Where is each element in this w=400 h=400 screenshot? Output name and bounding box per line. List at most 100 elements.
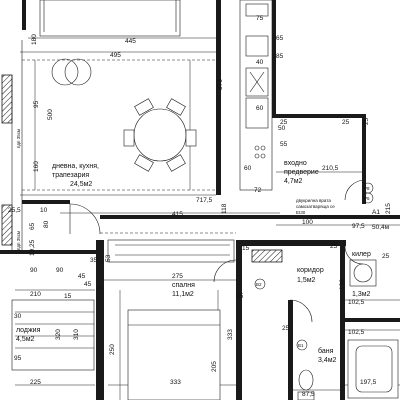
dim-55: 55	[280, 141, 288, 148]
dim-60-b: 60	[256, 105, 264, 112]
apartment-area: 50,4м	[372, 224, 390, 231]
room-living-line2: трапезария	[52, 172, 89, 179]
toilet	[297, 369, 315, 400]
dim-250: 250	[109, 344, 116, 355]
wall-entry-top	[272, 114, 362, 118]
dim-180: 180	[31, 34, 38, 45]
wall-loggia-top	[0, 250, 96, 254]
bathtub	[347, 339, 399, 399]
dim-1925: 19,25	[29, 239, 36, 256]
room-entry-line2: предверие	[284, 169, 319, 176]
dim-7175: 717,5	[196, 197, 213, 204]
dim-90-a: 90	[30, 267, 38, 274]
dim-225: 225	[30, 379, 41, 386]
dimension-lines	[15, 37, 400, 400]
dim-310: 310	[73, 329, 80, 340]
dim-30: 30	[14, 313, 22, 320]
note-sill-1: пдп 35см	[16, 129, 21, 148]
wall-kitchen-right	[272, 0, 276, 118]
dim-320: 320	[55, 329, 62, 340]
dim-35: 35	[90, 257, 98, 264]
dim-10: 10	[40, 207, 48, 214]
dim-1025-b: 102,5	[348, 329, 365, 336]
dim-333-a: 333	[227, 329, 234, 340]
dim-45-a: 45	[78, 273, 86, 280]
dim-2105: 210,5	[322, 165, 339, 172]
dim-75: 75	[256, 15, 264, 22]
hidden-lines	[22, 59, 236, 234]
dim-15: 15	[64, 293, 72, 300]
marker-b2-circle	[254, 278, 266, 290]
note-door-2: самозатваряща се	[296, 204, 335, 209]
markers: A1 50,4м Р8 Р5 В2 В1	[254, 182, 390, 351]
dim-45-b: 45	[96, 285, 104, 292]
room-living-line1: дневна, кухня,	[52, 163, 99, 170]
dim-1025-a: 102,5	[348, 299, 365, 306]
dim-60: 60	[244, 165, 252, 172]
sofa	[39, 0, 181, 86]
room-bath-area: 3,4м2	[318, 357, 337, 364]
room-loggia-area: 4,5м2	[16, 336, 35, 343]
marker-p5: Р5	[364, 196, 370, 201]
note-sill-2: пдп 35см	[16, 231, 21, 250]
dim-25-e: 25	[236, 293, 244, 300]
room-labels: дневна, кухня, трапезария 24,5м2 входно …	[16, 160, 371, 364]
loggia-floor	[11, 299, 95, 371]
marker-v1: В1	[298, 343, 304, 348]
room-living-area: 24,5м2	[70, 181, 92, 188]
room-corridor-name: коридор	[297, 267, 324, 274]
dim-275: 275	[172, 273, 183, 280]
dim-875: 87,5	[302, 391, 315, 398]
dim-85: 85	[276, 53, 284, 60]
dim-136: 136	[339, 279, 346, 290]
dim-65: 65	[29, 222, 36, 230]
dim-370: 370	[217, 79, 224, 90]
dim-25-d: 25	[330, 243, 338, 250]
apartment-marker: A1	[372, 209, 380, 216]
dim-100: 100	[302, 219, 313, 226]
column-hatched	[251, 249, 283, 263]
room-loggia-name: лоджия	[16, 327, 41, 334]
dim-95-b: 95	[14, 355, 22, 362]
dim-118: 118	[221, 203, 228, 214]
note-door-3: EI30	[296, 210, 306, 215]
room-entry-area: 4,7м2	[284, 178, 303, 185]
wall-bath-left	[288, 300, 293, 400]
wall-top-left	[22, 0, 26, 30]
dim-65-b: 65	[276, 35, 284, 42]
marker-b2: В2	[256, 282, 262, 287]
dim-40: 40	[256, 59, 264, 66]
dim-205: 205	[211, 361, 218, 372]
room-corridor-area: 1,5м2	[297, 277, 316, 284]
dim-90-b: 90	[56, 267, 64, 274]
dim-500: 500	[47, 109, 54, 120]
dim-25-f: 25	[282, 325, 290, 332]
wall-kitchen-left	[216, 0, 221, 195]
dim-495: 495	[110, 52, 121, 59]
room-bedroom-area: 11,1м2	[172, 291, 194, 298]
dim-25-g: 25	[382, 253, 390, 260]
dim-333-b: 333	[170, 379, 181, 386]
kitchen-counter	[239, 0, 273, 191]
note-door-1: двукрилна врата	[296, 198, 331, 203]
wall-entry-right	[362, 114, 366, 204]
marker-p5-circle	[362, 192, 374, 204]
dim-445: 445	[125, 38, 136, 45]
wall-bedroom-left	[96, 240, 104, 400]
wall-mid-long	[100, 215, 400, 219]
dim-415: 415	[172, 211, 183, 218]
notes: пдп 35см пдп 35см двукрилна врата самоза…	[16, 129, 335, 250]
door-swings	[69, 179, 366, 323]
washing-machine	[349, 259, 377, 287]
dim-215: 215	[385, 203, 392, 214]
dim-72: 72	[254, 187, 262, 194]
exterior-wall-left-upper	[1, 74, 13, 124]
wall-mid-left	[22, 200, 70, 204]
room-bedroom-name: спалня	[172, 282, 195, 289]
dim-45-c: 45	[84, 281, 92, 288]
dimension-text: 445 495 180 370 500 95 160 717,5 415 118…	[8, 15, 392, 398]
room-entry-line1: входно	[284, 160, 307, 167]
room-laundry-area: 1,3м2	[352, 291, 371, 298]
dim-975: 97,5	[352, 223, 365, 230]
